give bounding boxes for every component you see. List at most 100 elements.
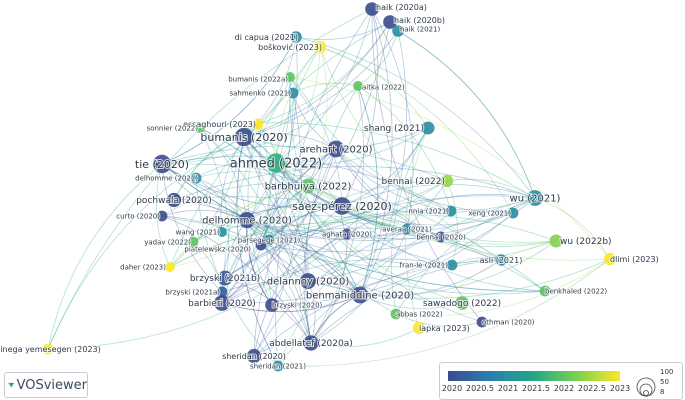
node-label[interactable]: pochwala (2020) (135, 195, 213, 207)
node-label[interactable]: averaa (2021) (381, 224, 433, 234)
node-barbhuiya-2022[interactable] (300, 178, 316, 194)
node-label[interactable]: nnia (2021) (407, 206, 450, 216)
node-nnia-2021[interactable] (445, 205, 457, 217)
node-piatelewskz-2020[interactable] (255, 239, 267, 251)
node-label[interactable]: sáez-pérez (2020) (291, 199, 393, 214)
node-label[interactable]: arehart (2020) (298, 144, 373, 157)
node-label[interactable]: dlimi (2023) (609, 254, 660, 265)
node-label[interactable]: bošković (2023) (257, 41, 323, 53)
node-othman-2020[interactable] (476, 316, 488, 328)
node-bennai-2020[interactable] (435, 231, 447, 243)
node-yadav-2022[interactable] (187, 236, 199, 248)
node-bumanis-2022a[interactable] (285, 72, 295, 82)
node-brzyski-2021b[interactable] (217, 270, 233, 286)
node-label[interactable]: wu (2021) (509, 193, 562, 206)
node-di-capua-2021[interactable] (290, 31, 302, 43)
node-shang-2021[interactable] (421, 121, 435, 135)
node-label[interactable]: brzyski (2021b) (189, 273, 261, 285)
node-label[interactable]: parsegege (2021) (237, 235, 302, 245)
node-xeng-2021[interactable] (507, 207, 519, 219)
node-label[interactable]: benkhaled (2022) (544, 286, 608, 296)
node-label[interactable]: delannoy (2020) (266, 276, 351, 289)
node-label[interactable]: sahmenko (2021) (228, 88, 292, 98)
node-arehart-2020[interactable] (327, 140, 345, 158)
node-tie-2020[interactable] (152, 154, 172, 174)
node-haik-2020b[interactable] (383, 15, 397, 29)
node-averaa-2021[interactable] (401, 223, 413, 235)
node-aitka-2022[interactable] (353, 81, 363, 91)
node-dlimi-2023[interactable] (603, 252, 617, 266)
node-label[interactable]: bumanis (2022a) (227, 74, 289, 84)
node-fran-le-2021[interactable] (446, 259, 458, 271)
node-abbas-2022[interactable] (390, 308, 402, 320)
node-label[interactable]: daher (2023) (119, 262, 167, 272)
node-label[interactable]: tie (2020) (134, 157, 190, 172)
node-label[interactable]: lapka (2023) (418, 323, 471, 334)
node-label[interactable]: abbas (2022) (395, 309, 444, 319)
node-label[interactable]: othman (2020) (481, 317, 536, 327)
node-bennai-2022[interactable] (440, 174, 454, 188)
node-label[interactable]: wang (2021) (175, 227, 222, 237)
node-label[interactable]: shang (2021) (363, 123, 425, 135)
node-label[interactable]: barbhuiya (2022) (264, 181, 353, 194)
node-bumanis-2020[interactable] (234, 127, 254, 147)
node-label[interactable]: di capua (2021) (234, 32, 299, 43)
node-label[interactable]: aghata (2020) (321, 229, 373, 239)
node-benkhaled-2022[interactable] (539, 285, 551, 297)
node-label[interactable]: binega yemesegen (2023) (0, 344, 102, 355)
node-label[interactable]: yadav (2022) (143, 237, 192, 247)
node-label[interactable]: sheridan (2021) (249, 361, 307, 371)
node-label[interactable]: curto (2020) (115, 211, 161, 221)
node-label[interactable]: barbieri (2020) (187, 298, 257, 310)
node-lapka-2023[interactable] (412, 321, 426, 335)
node-label[interactable]: abdellatef (2020a) (268, 338, 354, 350)
node-label[interactable]: fran-le (2021) (399, 260, 450, 270)
node-boskovic-2023[interactable] (313, 40, 327, 54)
node-label[interactable]: aitka (2022) (361, 82, 406, 92)
node-wang-2021[interactable] (217, 227, 227, 237)
node-label[interactable]: benmahiddine (2020) (305, 290, 415, 303)
node-label[interactable]: brzyski (2021a) (164, 287, 221, 297)
node-label[interactable]: bennai (2022) (381, 176, 446, 188)
node-haik-2021[interactable] (392, 25, 404, 37)
node-label[interactable]: asli (2021) (479, 255, 524, 266)
node-delannoy-2020[interactable] (300, 273, 316, 289)
node-barbieri-2020[interactable] (214, 295, 230, 311)
node-parsegege-2021[interactable] (263, 234, 275, 246)
node-label[interactable]: haik (2020a) (375, 2, 428, 13)
node-sonnier-2022[interactable] (195, 123, 205, 133)
node-abdellatef-2020a[interactable] (303, 335, 319, 351)
node-label[interactable]: piatelewskz (2020) (183, 244, 252, 254)
node-delhomme-2020[interactable] (238, 211, 256, 229)
node-label[interactable]: haik (2021) (399, 24, 441, 34)
node-curto-2020[interactable] (156, 210, 168, 222)
node-brzyski-2020[interactable] (265, 298, 279, 312)
node-sawadogo-2022[interactable] (455, 296, 469, 310)
node-label[interactable]: delhomme (2020) (201, 215, 293, 228)
node-delhomme-2021[interactable] (190, 172, 202, 184)
node-sheridan-2020[interactable] (246, 348, 262, 364)
node-wu-2022b[interactable] (549, 234, 563, 248)
node-label[interactable]: sheridan (2020) (221, 351, 287, 362)
node-label[interactable]: xeng (2021) (467, 208, 512, 218)
node-saez-perez-2020[interactable] (333, 197, 351, 215)
node-label[interactable]: sonnier (2022) (146, 123, 200, 133)
node-ahmed-2022[interactable] (266, 153, 286, 173)
node-asli-2021[interactable] (495, 254, 507, 266)
node-label[interactable]: ahmed (2022) (229, 156, 323, 173)
node-label[interactable]: brzyski (2020) (271, 300, 324, 310)
node-sahmenko-2021[interactable] (287, 87, 299, 99)
node-pochwala-2020[interactable] (166, 192, 182, 208)
node-wu-2021[interactable] (527, 190, 543, 206)
node-haik-2020a[interactable] (365, 2, 379, 16)
node-label[interactable]: haik (2020b) (393, 15, 446, 26)
node-brzyski-2021a[interactable] (216, 286, 228, 298)
node-label[interactable]: bennai (2020) (415, 232, 467, 242)
node-daher-2023[interactable] (165, 262, 175, 272)
node-essaghouri-2023[interactable] (252, 118, 264, 130)
node-label[interactable]: essaghouri (2023) (182, 119, 257, 130)
node-benmahiddine-2020[interactable] (351, 286, 369, 304)
node-aghata-2020[interactable] (341, 228, 353, 240)
node-sheridan-2021[interactable] (272, 360, 284, 372)
